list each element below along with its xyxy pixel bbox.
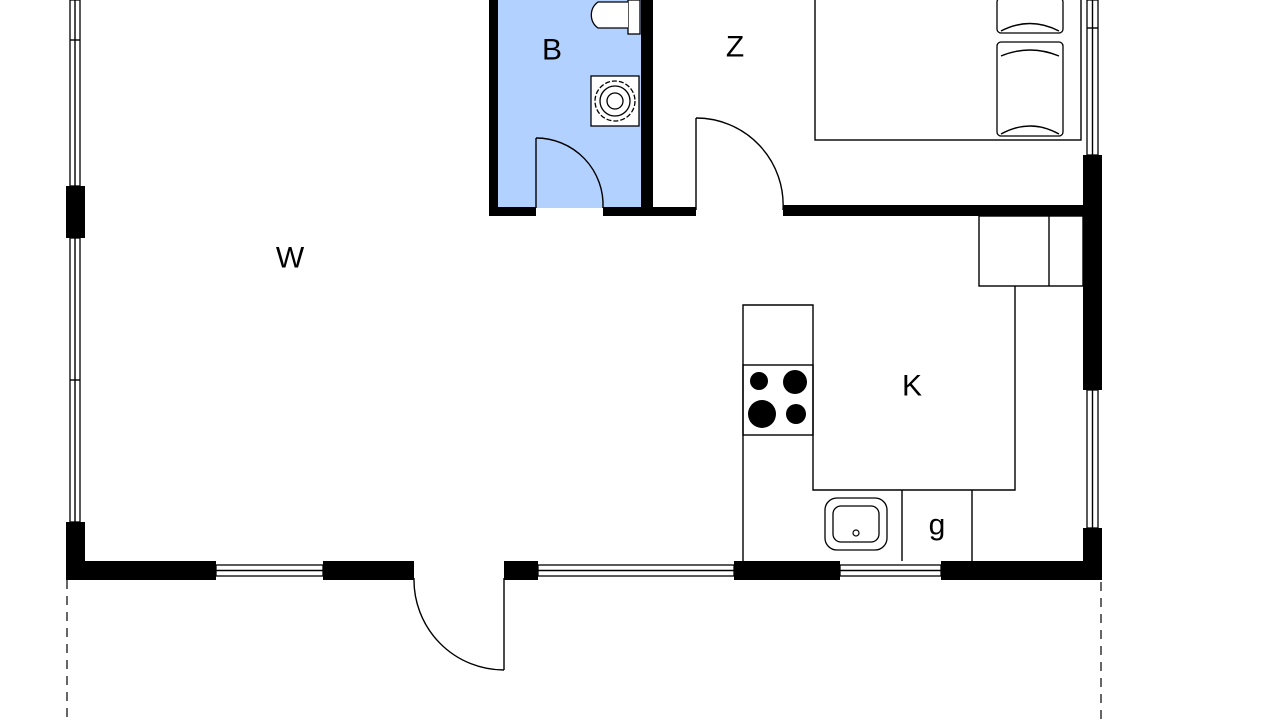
room-label-living: W (276, 242, 305, 275)
room-label-closet: g (929, 509, 946, 542)
entrance-door (413, 577, 505, 671)
wall-bath-left (489, 0, 498, 216)
room-label-bedroom: Z (726, 31, 744, 64)
wall-bath-bottom-a (489, 207, 536, 216)
wall-right-lower (1083, 528, 1102, 580)
bed-icon (814, 0, 1082, 141)
wall-bottom-5 (941, 561, 1102, 580)
wall-right-upper (1083, 155, 1102, 390)
doors (413, 117, 784, 671)
bathroom-fixtures (590, 0, 641, 127)
fridge-cabinet (978, 215, 1084, 287)
walls (66, 0, 1102, 580)
wall-bottom-2 (323, 561, 414, 580)
stove-icon (742, 364, 814, 436)
wall-bottom-1 (66, 561, 216, 580)
wall-left-upper (66, 186, 85, 238)
room-label-kitchen: K (902, 370, 922, 403)
bathroom-door (535, 137, 604, 209)
wall-bedroom-bottom (783, 205, 1083, 216)
wall-bottom-4 (734, 561, 840, 580)
toilet-icon (590, 0, 641, 35)
room-label-bathroom: B (542, 34, 562, 67)
bedroom-door (695, 117, 784, 211)
kitchen-fixtures (742, 215, 1084, 561)
washbasin-icon (590, 75, 640, 127)
wall-bath-right (641, 0, 653, 216)
wall-bottom-3 (504, 561, 538, 580)
windows (69, 0, 1099, 577)
wall-bath-bottom-b (603, 207, 696, 216)
sink-icon (824, 497, 888, 551)
